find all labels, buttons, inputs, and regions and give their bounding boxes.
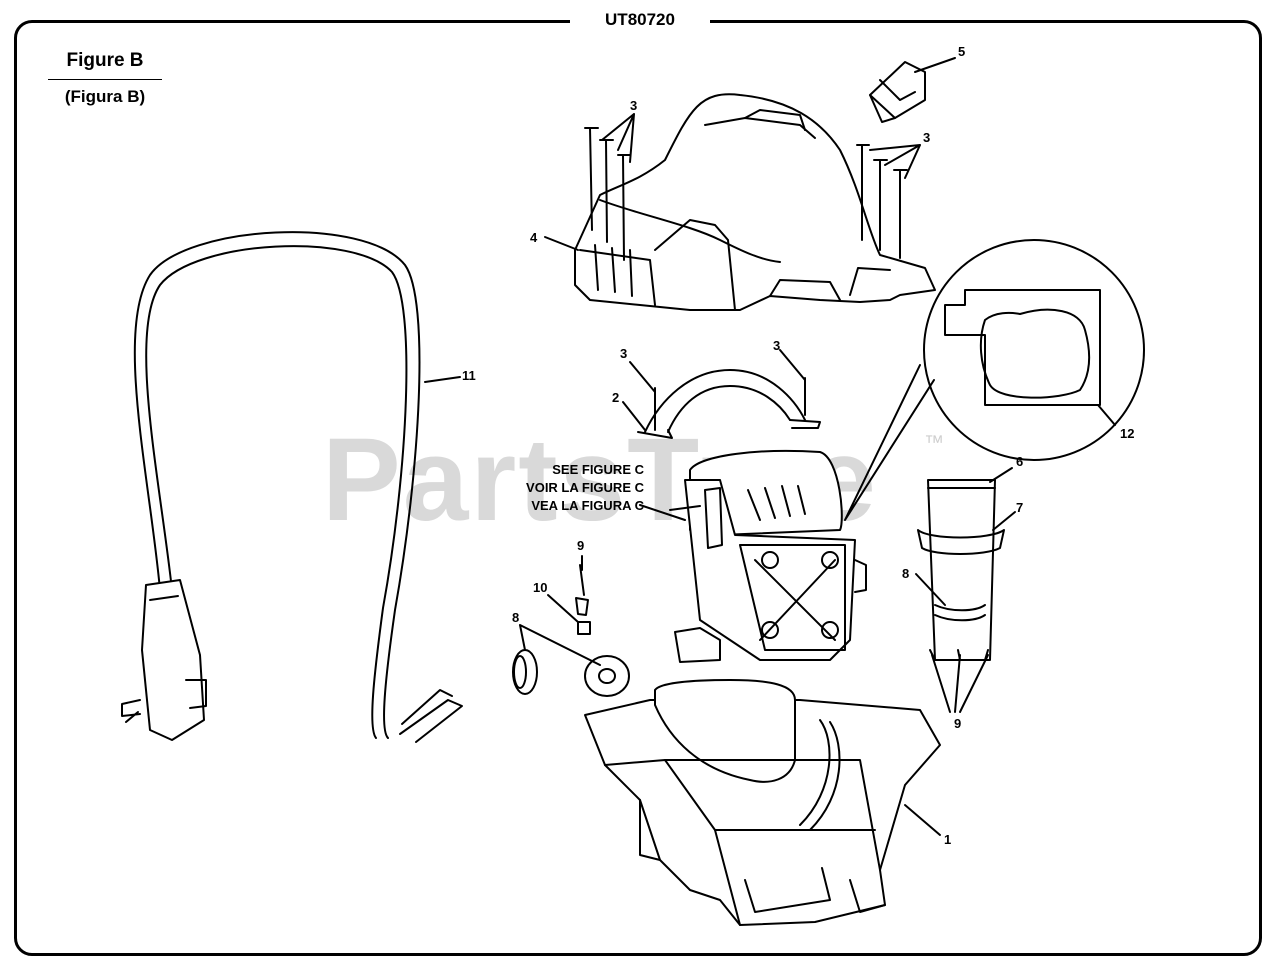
callout-3-strap-left: 3 — [620, 346, 627, 361]
gasket-detail — [844, 239, 1145, 521]
callout-labels: 1 2 3 3 3 3 4 5 6 7 8 8 9 9 10 11 12 — [462, 44, 1134, 847]
watermark-trademark: ™ — [924, 432, 944, 454]
callout-10: 10 — [533, 580, 547, 595]
screws-upper — [584, 127, 908, 261]
vea-figura-c-note: VEA LA FIGURA C — [531, 498, 644, 513]
leader-lines — [424, 57, 1116, 836]
upper-shroud — [574, 93, 936, 311]
figure-title-rule — [48, 79, 162, 80]
callout-3-top-right: 3 — [923, 130, 930, 145]
leader-figure-c — [639, 504, 686, 521]
callout-1: 1 — [944, 832, 951, 847]
callout-8-left: 8 — [512, 610, 519, 625]
callout-11: 11 — [462, 368, 476, 383]
callout-8-right: 8 — [902, 566, 909, 581]
callout-9-right: 9 — [954, 716, 961, 731]
callout-4: 4 — [530, 230, 538, 245]
callout-6: 6 — [1016, 454, 1023, 469]
power-cord — [121, 231, 463, 743]
callout-3-strap-right: 3 — [773, 338, 780, 353]
voir-figure-c-note: VOIR LA FIGURE C — [526, 480, 644, 495]
callout-5: 5 — [958, 44, 965, 59]
callout-3-top-left: 3 — [630, 98, 637, 113]
filter-assembly — [917, 479, 1005, 661]
model-number: UT80720 — [570, 8, 710, 32]
small-fittings — [575, 564, 591, 635]
switch — [869, 61, 926, 123]
see-figure-c-note: SEE FIGURE C — [552, 462, 644, 477]
callout-9-left: 9 — [577, 538, 584, 553]
grommets — [512, 649, 630, 697]
figure-subtitle: (Figura B) — [64, 87, 146, 106]
callout-12: 12 — [1120, 426, 1134, 441]
callout-7: 7 — [1016, 500, 1023, 515]
figure-title: Figure B — [66, 50, 144, 71]
clamp-strap — [637, 369, 821, 439]
lower-base — [584, 679, 941, 926]
callout-2: 2 — [612, 390, 619, 405]
pump-motor-assembly — [669, 449, 867, 663]
